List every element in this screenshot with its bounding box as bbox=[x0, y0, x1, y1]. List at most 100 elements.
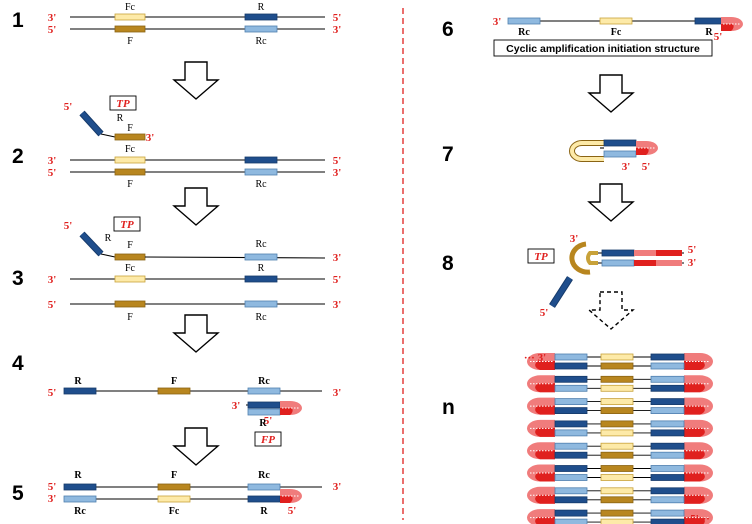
rc-region bbox=[247, 483, 281, 491]
r-label: R bbox=[259, 418, 267, 429]
rc-region bbox=[554, 487, 588, 495]
fc-label: Fc bbox=[125, 2, 136, 13]
three-prime-end: 3' bbox=[333, 24, 342, 36]
rc-label: Rc bbox=[255, 239, 267, 250]
f-label: F bbox=[127, 179, 133, 190]
f-region bbox=[114, 25, 146, 33]
down-arrow bbox=[172, 427, 220, 466]
rc-region bbox=[650, 509, 685, 517]
r-label: R bbox=[117, 113, 124, 124]
f-label: F bbox=[171, 376, 177, 387]
r-label: R bbox=[705, 27, 713, 38]
tp-primer-box bbox=[527, 248, 555, 264]
five-prime-end: 5' bbox=[48, 24, 57, 36]
rc-region bbox=[650, 420, 685, 428]
rc-region bbox=[507, 17, 541, 25]
step-number: 6 bbox=[442, 18, 454, 41]
rc-region bbox=[554, 398, 588, 406]
r-region bbox=[554, 407, 588, 415]
continuation-left: ··· 3' bbox=[524, 352, 546, 364]
r-region bbox=[554, 451, 588, 459]
f-region bbox=[114, 133, 146, 141]
f-region bbox=[157, 387, 191, 395]
rc-label: Rc bbox=[255, 312, 267, 323]
five-prime-end: 5' bbox=[48, 299, 57, 311]
right-loop-dark bbox=[684, 472, 705, 482]
three-prime-end: 3' bbox=[333, 167, 342, 179]
stem-loop-dark bbox=[280, 408, 293, 415]
r-region bbox=[554, 362, 588, 370]
down-arrow bbox=[172, 187, 220, 226]
tp-primer-box bbox=[113, 216, 141, 232]
f-label: F bbox=[127, 312, 133, 323]
caption-text: Cyclic amplification initiation structur… bbox=[506, 43, 700, 55]
r-region bbox=[554, 375, 588, 383]
rc-region bbox=[247, 387, 281, 395]
caption-box bbox=[493, 39, 713, 57]
down-arrow bbox=[587, 183, 635, 222]
stem-loop-dark bbox=[280, 496, 293, 503]
r-region bbox=[650, 518, 685, 524]
r-region bbox=[63, 483, 97, 491]
f-region bbox=[114, 300, 146, 308]
tp-primer-label: TP bbox=[120, 219, 134, 231]
dashed-down-arrow bbox=[587, 291, 635, 330]
f-region bbox=[600, 465, 634, 472]
rc-region bbox=[554, 384, 588, 392]
f-region bbox=[114, 168, 146, 176]
f-region bbox=[600, 362, 634, 370]
r-region bbox=[554, 509, 588, 517]
rc-region bbox=[650, 496, 685, 504]
r-primer-segment bbox=[80, 111, 103, 136]
three-prime-end: 3' bbox=[688, 257, 697, 269]
r-region bbox=[247, 495, 281, 503]
tp-primer-box bbox=[109, 95, 137, 111]
three-prime-end: 3' bbox=[333, 481, 342, 493]
three-prime-end: 3' bbox=[146, 132, 155, 144]
f-region bbox=[600, 496, 634, 504]
f-region bbox=[600, 375, 634, 383]
left-loop-dark bbox=[535, 361, 555, 370]
right-loop-dark bbox=[684, 517, 705, 524]
f-label: F bbox=[127, 36, 133, 47]
red-segment bbox=[656, 250, 682, 256]
five-prime-end: 5' bbox=[64, 101, 73, 113]
f-region bbox=[114, 253, 146, 261]
left-loop-dark bbox=[535, 472, 555, 482]
r-region bbox=[650, 442, 685, 450]
pink-segment bbox=[634, 250, 656, 256]
fc-region bbox=[114, 156, 146, 164]
r-region bbox=[247, 401, 281, 409]
rc-region bbox=[650, 407, 685, 415]
fc-region bbox=[157, 495, 191, 503]
fc-region bbox=[600, 398, 634, 406]
step-number: 4 bbox=[12, 352, 24, 375]
r-region bbox=[650, 398, 685, 406]
f-region bbox=[600, 407, 634, 415]
right-loop-dark bbox=[684, 494, 705, 504]
five-prime-end: 5' bbox=[333, 12, 342, 24]
rc-label: Rc bbox=[255, 36, 267, 47]
rc-region bbox=[244, 300, 278, 308]
five-prime-end: 5' bbox=[333, 155, 342, 167]
r-region bbox=[554, 496, 588, 504]
rc-region bbox=[63, 495, 97, 503]
fp-primer-box bbox=[254, 431, 282, 447]
r-region bbox=[650, 474, 685, 481]
fc-region bbox=[600, 384, 634, 392]
r-region bbox=[244, 156, 278, 164]
f-loop-arc bbox=[569, 241, 591, 275]
rc-label: Rc bbox=[258, 470, 270, 481]
r-region bbox=[554, 420, 588, 428]
left-loop-dark bbox=[535, 450, 555, 460]
down-arrow bbox=[172, 314, 220, 353]
three-prime-end: 3' bbox=[48, 493, 57, 505]
left-loop-dark bbox=[535, 517, 555, 524]
fc-label: Fc bbox=[125, 144, 136, 155]
primer-linker bbox=[100, 253, 116, 258]
left-loop-dark bbox=[535, 494, 555, 504]
rc-label: Rc bbox=[255, 179, 267, 190]
r-region bbox=[603, 139, 637, 147]
five-prime-end: 5' bbox=[714, 31, 723, 43]
